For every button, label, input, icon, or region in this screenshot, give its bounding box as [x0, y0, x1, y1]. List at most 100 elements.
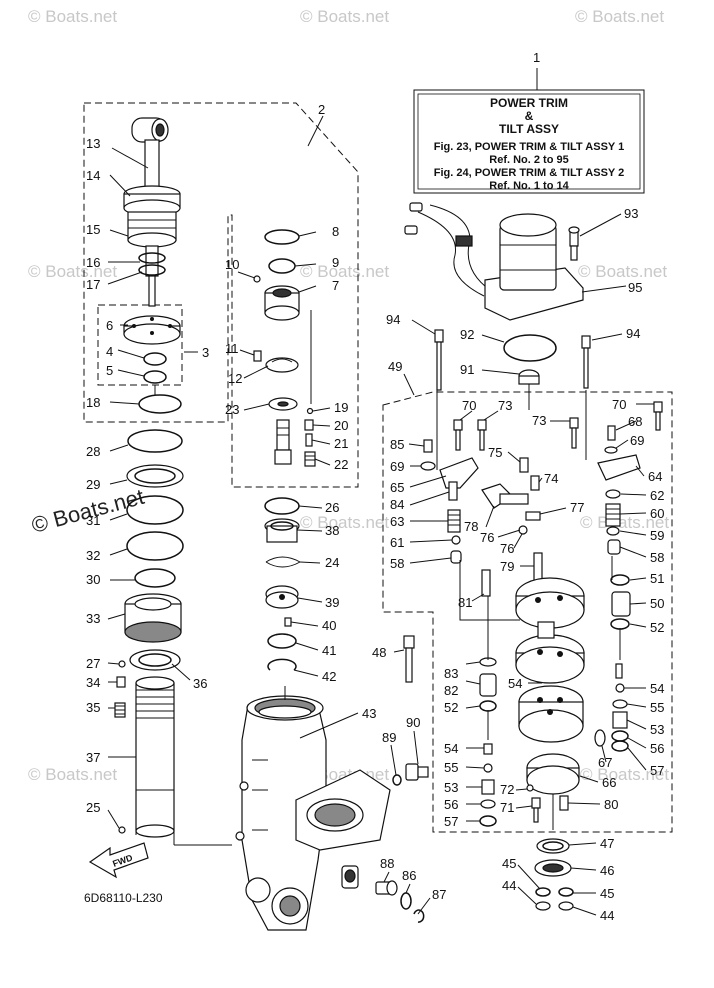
callout-14: 14: [86, 168, 100, 183]
title-line-5: Ref. No. 2 to 95: [489, 154, 568, 166]
callout-64: 64: [648, 469, 662, 484]
callout-73a: 73: [498, 398, 512, 413]
callout-7: 7: [332, 278, 339, 293]
callout-54a: 54: [650, 681, 664, 696]
callout-47: 47: [600, 836, 614, 851]
callout-73b: 73: [532, 413, 546, 428]
callout-44b: 44: [600, 908, 614, 923]
title-line-2: &: [525, 109, 534, 123]
callout-68: 68: [628, 414, 642, 429]
callout-53a: 53: [650, 722, 664, 737]
callout-53b: 53: [444, 780, 458, 795]
callout-39: 39: [325, 595, 339, 610]
callout-15: 15: [86, 222, 100, 237]
callout-25: 25: [86, 800, 100, 815]
motor-assembly: [404, 202, 584, 321]
callout-65: 65: [390, 480, 404, 495]
callout-27: 27: [86, 656, 100, 671]
callout-29: 29: [86, 477, 100, 492]
callout-44a: 44: [502, 878, 516, 893]
callout-71: 71: [500, 800, 514, 815]
watermark: © Boats.net: [28, 7, 117, 26]
callout-38: 38: [325, 523, 339, 538]
callout-88: 88: [380, 856, 394, 871]
callout-30: 30: [86, 572, 100, 587]
figure-code: 6D68110-L230: [84, 891, 163, 905]
callout-3: 3: [202, 345, 209, 360]
callout-46: 46: [600, 863, 614, 878]
leader-lines: [107, 147, 654, 916]
callout-76a: 76: [480, 530, 494, 545]
callout-19: 19: [334, 400, 348, 415]
callout-81: 81: [458, 595, 472, 610]
watermark: © Boats.net: [578, 262, 667, 281]
callout-43: 43: [362, 706, 376, 721]
title-line-6: Fig. 24, POWER TRIM & TILT ASSY 2: [434, 167, 624, 179]
callout-5: 5: [106, 363, 113, 378]
callout-55a: 55: [650, 700, 664, 715]
watermark: © Boats.net: [575, 7, 664, 26]
callout-89: 89: [382, 730, 396, 745]
callout-92: 92: [460, 327, 474, 342]
watermark: © Boats.net: [300, 7, 389, 26]
callout-59: 59: [650, 528, 664, 543]
callout-80: 80: [604, 797, 618, 812]
callout-94b: 94: [626, 326, 640, 341]
callout-2: 2: [318, 102, 325, 117]
callout-58b: 58: [650, 550, 664, 565]
callout-35: 35: [86, 700, 100, 715]
callout-20: 20: [334, 418, 348, 433]
callout-52a: 52: [650, 620, 664, 635]
callout-75: 75: [488, 445, 502, 460]
callout-49: 49: [388, 359, 402, 374]
callout-66: 66: [602, 775, 616, 790]
callout-56b: 56: [444, 797, 458, 812]
callout-10: 10: [225, 257, 239, 272]
pump-assembly-group-49: [403, 329, 663, 911]
callout-77: 77: [570, 500, 584, 515]
callout-69a: 69: [390, 459, 404, 474]
callout-57b: 57: [444, 814, 458, 829]
callout-4: 4: [106, 344, 113, 359]
callout-42: 42: [322, 669, 336, 684]
callout-70b: 70: [612, 397, 626, 412]
callout-32: 32: [86, 548, 100, 563]
callout-85: 85: [390, 437, 404, 452]
watermark: © Boats.net: [300, 262, 389, 281]
callout-26: 26: [325, 500, 339, 515]
callout-67: 67: [598, 755, 612, 770]
callout-28: 28: [86, 444, 100, 459]
callout-61: 61: [390, 535, 404, 550]
callout-11: 11: [225, 341, 239, 356]
callout-94a: 94: [386, 312, 400, 327]
callout-79: 79: [500, 559, 514, 574]
callout-60: 60: [650, 506, 664, 521]
callout-13: 13: [86, 136, 100, 151]
callout-69b: 69: [630, 433, 644, 448]
callout-63: 63: [390, 514, 404, 529]
tilt-cylinder-43: [235, 695, 429, 931]
callout-36: 36: [193, 676, 207, 691]
callout-31: 31: [86, 513, 100, 528]
callout-57a: 57: [650, 763, 664, 778]
callout-52b: 52: [444, 700, 458, 715]
callout-70a: 70: [462, 398, 476, 413]
callout-8: 8: [332, 224, 339, 239]
callout-17: 17: [86, 277, 100, 292]
callout-86: 86: [402, 868, 416, 883]
callout-72: 72: [500, 782, 514, 797]
watermark: © Boats.net: [28, 765, 117, 784]
callout-56a: 56: [650, 741, 664, 756]
callout-54b: 54: [508, 676, 522, 691]
callout-78: 78: [464, 519, 478, 534]
tilt-rod-assembly: FWD: [88, 117, 184, 879]
callout-84: 84: [390, 497, 404, 512]
callout-48: 48: [372, 645, 386, 660]
valve-parts-group-2: [253, 229, 316, 467]
title-line-7: Ref. No. 1 to 14: [489, 180, 569, 192]
callout-16: 16: [86, 255, 100, 270]
callout-55b: 55: [444, 760, 458, 775]
callout-91: 91: [460, 362, 474, 377]
callout-50: 50: [650, 596, 664, 611]
title-line-4: Fig. 23, POWER TRIM & TILT ASSY 1: [434, 141, 624, 153]
